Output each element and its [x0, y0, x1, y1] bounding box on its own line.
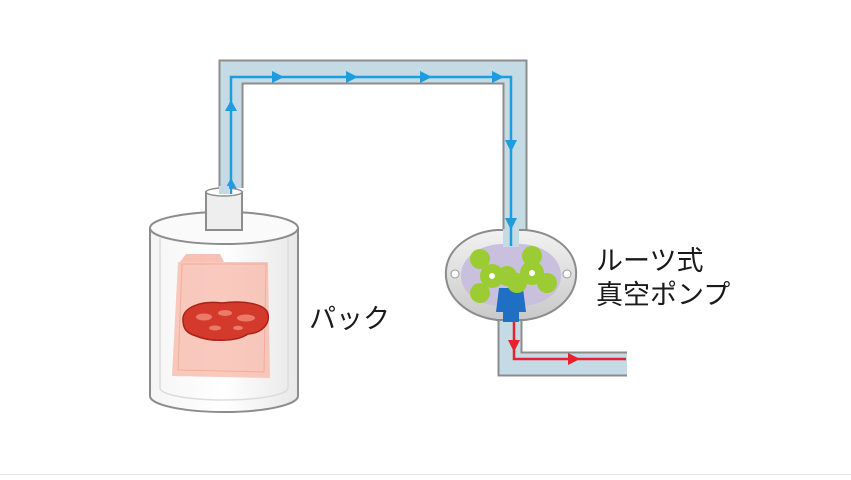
exhaust-pipe [497, 316, 627, 377]
pump-label-line1: ルーツ式 [596, 246, 704, 277]
bottom-divider [0, 474, 851, 475]
air-flow-arrow [225, 100, 237, 111]
meat-icon [182, 301, 270, 341]
exhaust-flow-arrow [568, 353, 580, 365]
air-flow-path [225, 71, 517, 242]
air-flow-arrow [492, 71, 504, 83]
air-flow-arrow [505, 218, 517, 230]
air-flow-arrow [346, 71, 358, 83]
roots-pump-icon [444, 229, 578, 322]
vacuum-pack [172, 254, 270, 378]
air-flow-arrow [505, 140, 517, 152]
air-flow-arrow [420, 71, 432, 83]
pump-label: ルーツ式 真空ポンプ [596, 245, 730, 313]
exhaust-flow-arrow [508, 340, 520, 352]
pump-label-line2: 真空ポンプ [596, 280, 731, 311]
rotor-right [507, 246, 557, 293]
air-flow-arrow [272, 71, 284, 83]
pack-label: パック [309, 304, 390, 335]
suction-pipe [218, 59, 528, 236]
